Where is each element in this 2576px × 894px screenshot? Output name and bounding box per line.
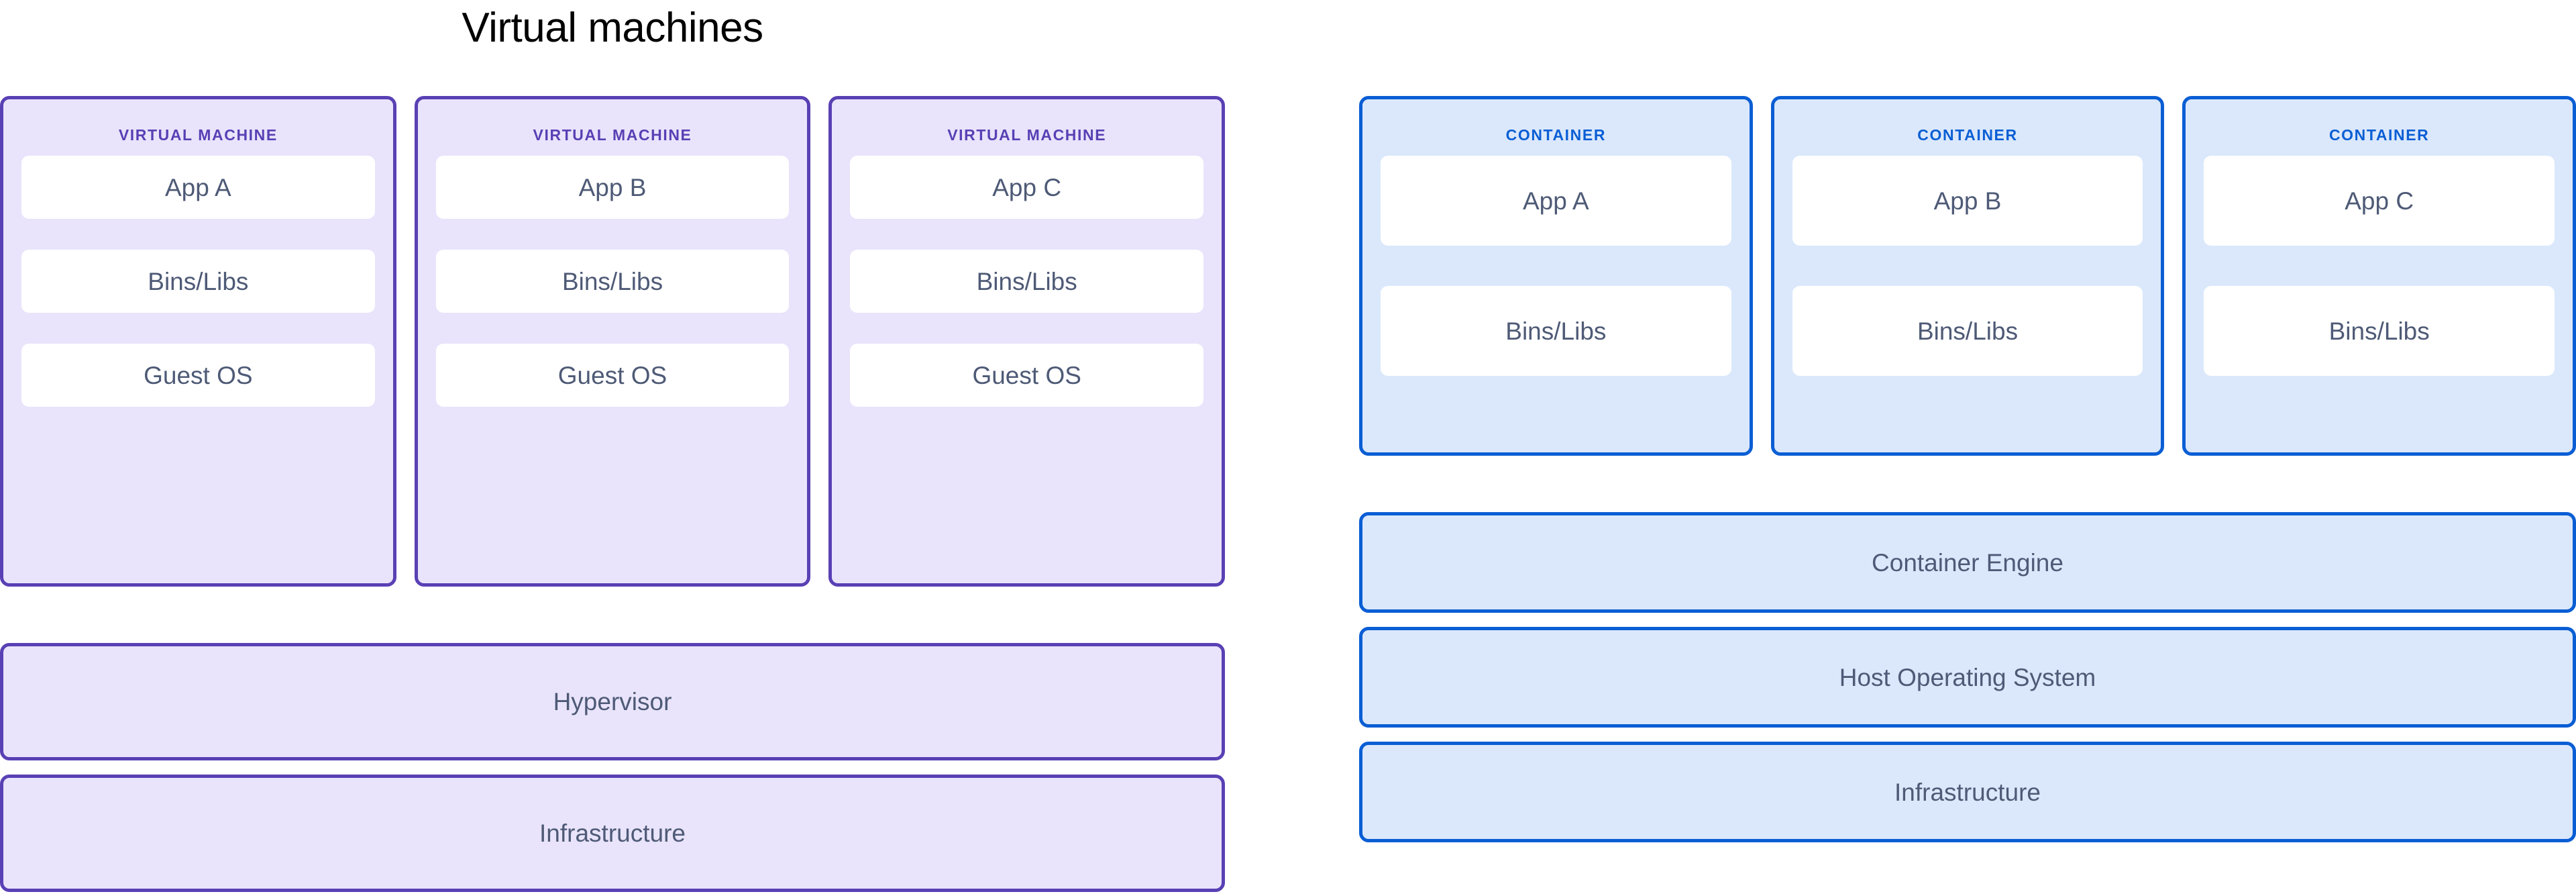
layer-box-guest-os: Guest OS: [435, 344, 790, 407]
layer-box-app: App B: [1792, 156, 2143, 246]
layer-box-app: App B: [435, 156, 790, 219]
container-card-2: CONTAINER App B Bins/Libs: [1770, 96, 2165, 456]
virtual-machine-cards-row: VIRTUAL MACHINE App A Bins/Libs Guest OS…: [0, 96, 1226, 587]
virtual-machine-card-3-label: VIRTUAL MACHINE: [947, 126, 1107, 144]
container-card-1-label: CONTAINER: [1505, 126, 1607, 144]
virtual-machine-card-1-layers: App A Bins/Libs Guest OS: [21, 156, 375, 583]
layer-box-guest-os: Guest OS: [21, 344, 375, 407]
container-card-2-label: CONTAINER: [1917, 126, 2018, 144]
layer-box-app: App A: [21, 156, 375, 219]
container-infrastructure-bar: Infrastructure: [1359, 742, 2576, 842]
virtual-machine-card-3: VIRTUAL MACHINE App C Bins/Libs Guest OS: [828, 96, 1226, 587]
container-cards-row: CONTAINER App A Bins/Libs CONTAINER App …: [1359, 96, 2576, 456]
container-card-2-layers: App B Bins/Libs: [1792, 156, 2143, 452]
container-card-1: CONTAINER App A Bins/Libs: [1359, 96, 1753, 456]
layer-box-bins-libs: Bins/Libs: [1792, 286, 2143, 376]
layer-box-bins-libs: Bins/Libs: [21, 250, 375, 313]
layer-box-bins-libs: Bins/Libs: [850, 250, 1204, 313]
virtual-machine-card-2-layers: App B Bins/Libs Guest OS: [435, 156, 790, 583]
virtual-machines-heading: Virtual machines: [462, 5, 763, 51]
container-engine-bar: Container Engine: [1359, 512, 2576, 613]
layer-box-app: App A: [1381, 156, 1731, 246]
virtual-machine-card-3-layers: App C Bins/Libs Guest OS: [850, 156, 1204, 583]
virtual-machine-card-1-label: VIRTUAL MACHINE: [118, 126, 278, 144]
host-operating-system-bar: Host Operating System: [1359, 627, 2576, 728]
container-card-3: CONTAINER App C Bins/Libs: [2182, 96, 2576, 456]
vm-infrastructure-bar: Infrastructure: [0, 775, 1225, 892]
layer-box-bins-libs: Bins/Libs: [2204, 286, 2555, 376]
layer-box-app: App C: [850, 156, 1204, 219]
container-card-3-layers: App C Bins/Libs: [2204, 156, 2555, 452]
containers-panel: Containers CONTAINER App A Bins/Libs CON…: [1359, 0, 2576, 894]
virtual-machine-card-2-label: VIRTUAL MACHINE: [533, 126, 692, 144]
virtual-machine-card-2: VIRTUAL MACHINE App B Bins/Libs Guest OS: [414, 96, 811, 587]
layer-box-guest-os: Guest OS: [850, 344, 1204, 407]
container-card-3-label: CONTAINER: [2328, 126, 2430, 144]
layer-box-app: App C: [2204, 156, 2555, 246]
layer-box-bins-libs: Bins/Libs: [435, 250, 790, 313]
virtual-machine-card-1: VIRTUAL MACHINE App A Bins/Libs Guest OS: [0, 96, 396, 587]
layer-box-bins-libs: Bins/Libs: [1381, 286, 1731, 376]
virtual-machines-panel: Virtual machines VIRTUAL MACHINE App A B…: [0, 0, 1226, 894]
hypervisor-bar: Hypervisor: [0, 643, 1225, 760]
container-card-1-layers: App A Bins/Libs: [1381, 156, 1731, 452]
